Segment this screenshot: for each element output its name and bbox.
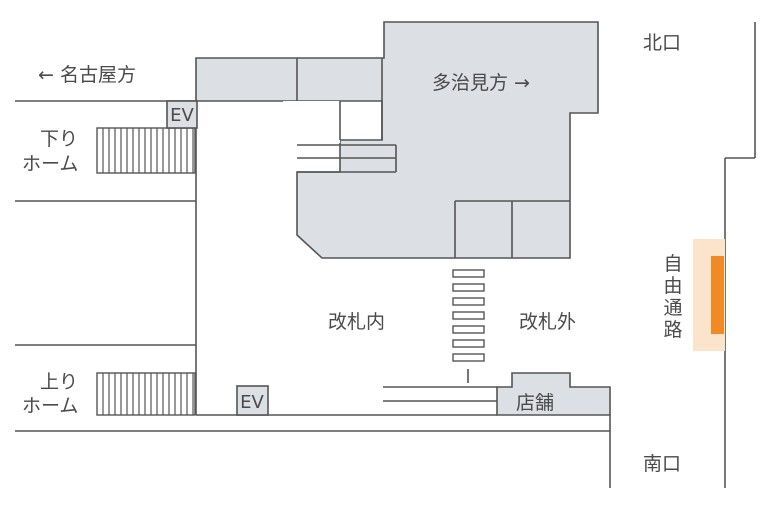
gate-bar [452,339,485,348]
shop [496,372,611,416]
ticket-gates [383,269,497,402]
stairs-up [96,372,196,416]
south-exit-label: 南口 [643,453,681,475]
platform-up-label-1: 上り [40,371,78,393]
station-building [195,21,599,259]
elevator-top-label: EV [170,105,194,126]
elevator-top: EV [166,100,198,129]
direction-nagoya-label: ← 名古屋方 [38,64,136,86]
gate-bar [452,325,485,334]
direction-tajimi-label: 多治見方 → [432,72,530,94]
inside-gates-label: 改札内 [328,311,385,333]
outside-gates-label: 改札外 [519,311,576,333]
elevator-bottom: EV [236,385,269,416]
gate-bar [452,353,485,362]
gate-bar [452,283,485,292]
shop-label: 店舗 [516,392,554,414]
north-exit-label: 北口 [643,32,681,54]
platform-down-label-2: ホーム [22,153,78,175]
platform-up-label-2: ホーム [22,395,78,417]
gate-bar [452,311,485,320]
stairs-down [96,127,196,174]
free-passage-label: 自由通路 [663,253,682,341]
platform-down-label-1: 下り [40,128,78,150]
free-passage-marker [693,239,725,351]
gate-bar [452,269,485,278]
elevator-bottom-label: EV [240,392,264,413]
gate-bar [452,297,485,306]
